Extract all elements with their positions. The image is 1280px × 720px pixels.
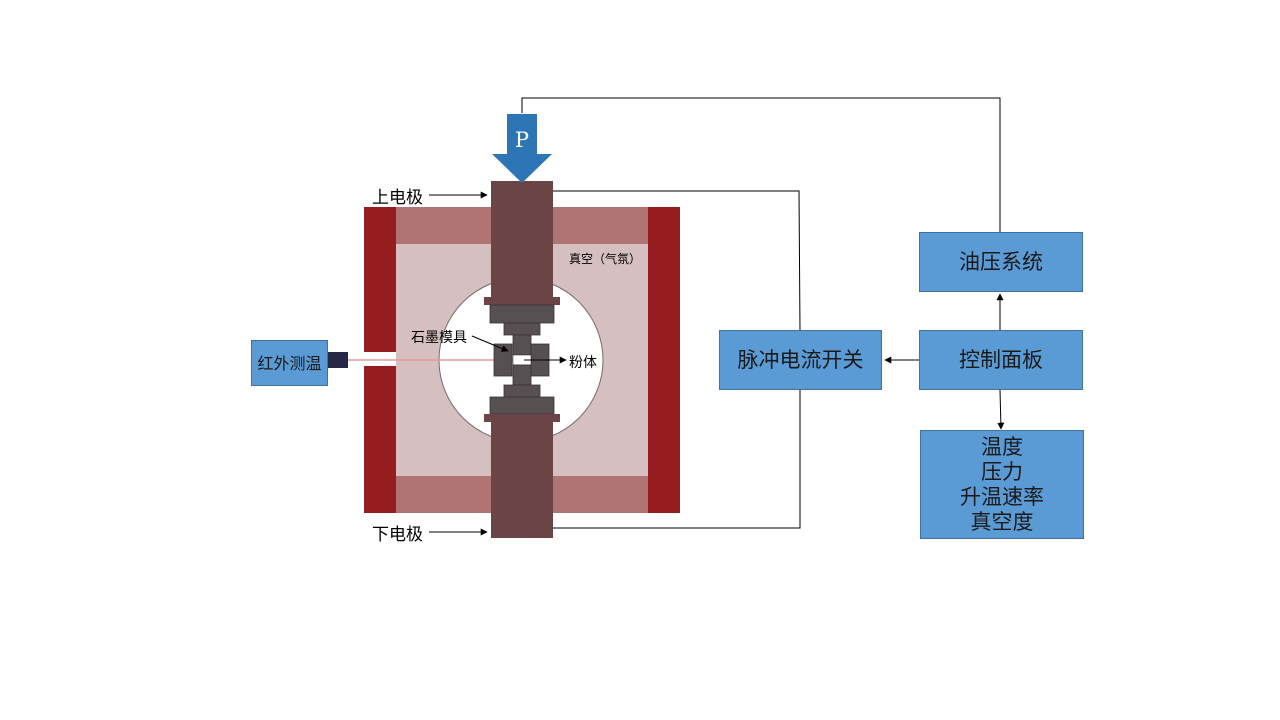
lower-punch (512, 364, 532, 386)
hydraulic-system-box: 油压系统 (919, 232, 1083, 292)
wire-upper-electrode (553, 190, 801, 332)
control-panel-box: 控制面板 (919, 330, 1083, 390)
upper-electrode-flange (484, 297, 560, 305)
pulse-current-switch-box: 脉冲电流开关 (719, 330, 882, 390)
ir-window (364, 352, 396, 366)
chamber-right-wall (648, 207, 680, 513)
graphite-mold-label: 石墨模具 (411, 330, 467, 346)
powder-label: 粉体 (569, 355, 597, 371)
ir-sensor (328, 352, 348, 368)
upper-punch (512, 334, 532, 356)
wire-lower-electrode (553, 390, 801, 529)
lower-electrode-label: 下电极 (372, 525, 423, 545)
upper-electrode-label: 上电极 (372, 188, 423, 208)
graphite-die-left (493, 343, 513, 377)
lower-punch-base (503, 384, 541, 398)
upper-spacer (489, 304, 555, 324)
wire-hydraulic-to-press (521, 97, 1001, 232)
infrared-thermometer-box: 红外测温 (251, 340, 328, 386)
pointer-graphite-mold (471, 335, 509, 352)
lower-electrode-flange (484, 414, 560, 422)
parameters-list: 温度 压力 升温速率 真空度 (960, 435, 1044, 535)
pressure-label: P (514, 128, 530, 152)
parameters-box: 温度 压力 升温速率 真空度 (920, 430, 1084, 539)
vacuum-label: 真空（气氛） (569, 252, 642, 266)
parameter-vacuum-degree: 真空度 (970, 509, 1034, 534)
parameter-temperature: 温度 (981, 434, 1023, 459)
lower-spacer (489, 396, 555, 415)
arrow-control-to-parameters (997, 389, 1005, 430)
upper-punch-base (503, 322, 541, 336)
parameter-pressure: 压力 (981, 459, 1023, 484)
upper-electrode (491, 181, 553, 298)
parameter-heating-rate: 升温速率 (960, 484, 1044, 509)
lower-electrode (491, 422, 553, 538)
pressure-arrow (492, 114, 552, 183)
